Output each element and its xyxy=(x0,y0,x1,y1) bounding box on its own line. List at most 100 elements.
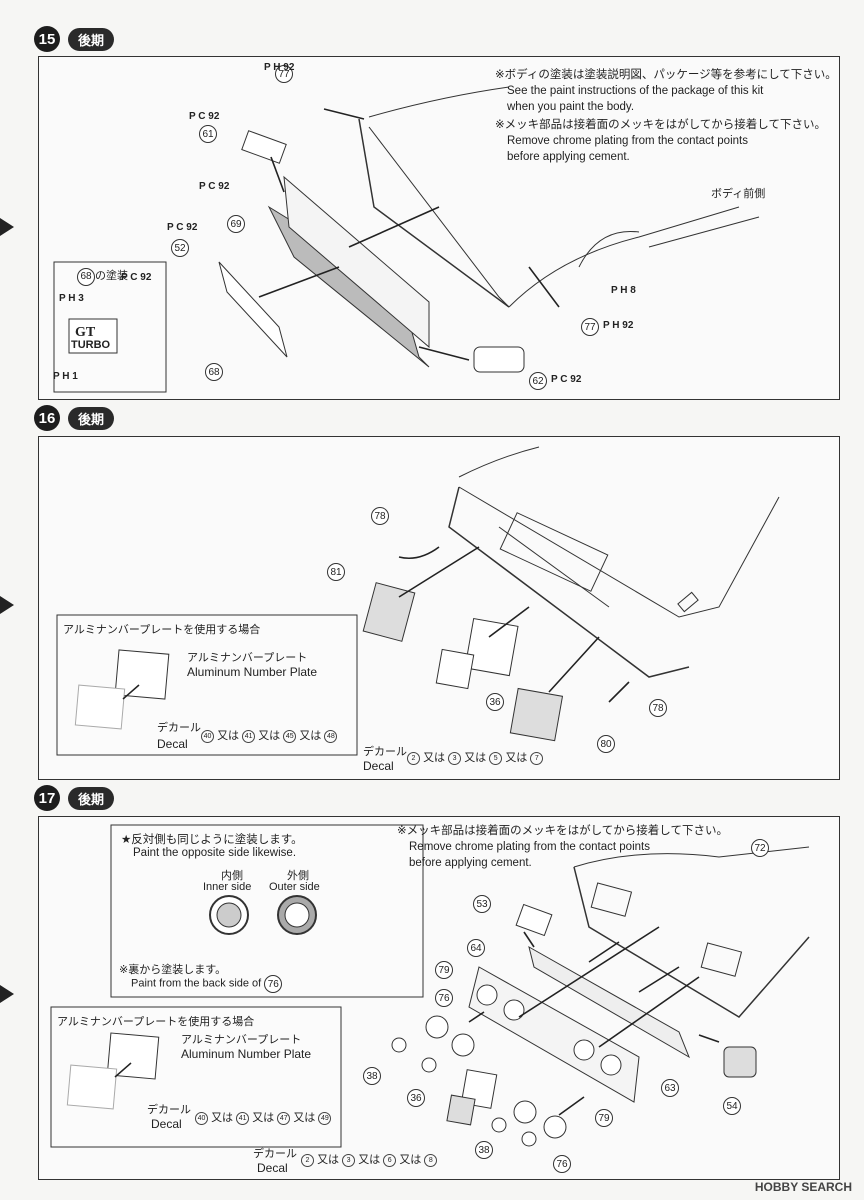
watermark: HOBBY SEARCH xyxy=(754,1180,852,1194)
paint-code: P C 92 xyxy=(199,181,230,192)
part-number: 80 xyxy=(597,735,615,753)
decal-label-en: Decal xyxy=(157,737,188,751)
plate-label-jp: アルミナンバープレート xyxy=(181,1034,302,1046)
or-label: 又は xyxy=(258,730,281,742)
or-label: 又は xyxy=(252,1112,275,1124)
note-text: ※ボディの塗装は塗装説明図、パッケージ等を参考にして下さい。 xyxy=(495,69,837,81)
plate-label-en: Aluminum Number Plate xyxy=(181,1047,312,1061)
decal-options: 2 又は 3 又は 5 又は 7 xyxy=(407,749,544,765)
part-number: 64 xyxy=(467,939,485,957)
option-number: 2 xyxy=(301,1153,314,1167)
decal-label-jp: デカール xyxy=(363,746,407,758)
outer-label-jp: 外側 xyxy=(287,870,309,882)
option-number: 5 xyxy=(489,751,503,765)
paint-code: P H 92 xyxy=(264,62,295,73)
or-label: 又は xyxy=(299,730,322,742)
note-text: before applying cement. xyxy=(409,857,532,869)
option-number: 8 xyxy=(424,1153,438,1167)
step-number: 17 xyxy=(34,785,60,811)
plate-label-en: Aluminum Number Plate xyxy=(187,665,318,679)
side-arrow-icon xyxy=(0,218,14,236)
or-label: 又は xyxy=(505,752,528,764)
or-label: 又は xyxy=(217,730,240,742)
decal-label-en: Decal xyxy=(257,1161,288,1175)
inner-label-en: Inner side xyxy=(203,881,252,893)
or-label: 又は xyxy=(423,752,446,764)
option-number: 7 xyxy=(530,751,544,765)
part-number: 76 xyxy=(435,989,453,1007)
part-number: 38 xyxy=(475,1141,493,1159)
step17-header: 17 後期 xyxy=(34,785,115,811)
plate-label-jp: アルミナンバープレート xyxy=(187,652,308,664)
body-front-label: ボディ前側 xyxy=(711,188,766,200)
outer-label-en: Outer side xyxy=(269,881,320,893)
part-number: 76 xyxy=(553,1155,571,1173)
part-number: 61 xyxy=(199,125,217,143)
part-number: 68 xyxy=(77,267,95,286)
paint-code: P C 92 xyxy=(189,111,220,122)
part-number: 77 xyxy=(581,318,599,336)
part-number: 36 xyxy=(486,693,504,711)
part-number: 52 xyxy=(171,239,189,257)
step16-panel: アルミナンバープレートを使用する場合 アルミナンバープレート Aluminum … xyxy=(38,436,840,780)
decal-turbo: TURBO xyxy=(71,339,111,351)
part-number: 78 xyxy=(649,699,667,717)
part-number: 54 xyxy=(723,1097,741,1115)
step-tag: 後期 xyxy=(68,786,115,810)
step15-panel: ※ボディの塗装は塗装説明図、パッケージ等を参考にして下さい。 See the p… xyxy=(38,56,840,400)
paint-code: P C 92 xyxy=(121,272,152,283)
note-text: before applying cement. xyxy=(507,151,630,163)
step-number: 15 xyxy=(34,26,60,52)
back-paint-text: Paint from the back side of xyxy=(131,977,262,990)
inset-title: アルミナンバープレートを使用する場合 xyxy=(57,1016,255,1028)
paint-code: P H 92 xyxy=(603,320,634,331)
part-number: 77 xyxy=(275,65,293,83)
note-text: ※メッキ部品は接着面のメッキをはがしてから接着して下さい。 xyxy=(397,825,728,837)
part-number: 78 xyxy=(371,507,389,525)
step15-header: 15 後期 xyxy=(34,26,115,52)
part-number: 62 xyxy=(529,372,547,390)
step17-diagram xyxy=(50,824,810,1148)
part-number: 68 xyxy=(205,363,223,381)
decal-label-jp: デカール xyxy=(157,722,201,734)
part-number: 79 xyxy=(435,961,453,979)
paint-opposite-jp: ★反対側も同じように塗装します。 xyxy=(121,834,303,846)
paint-code: P H 3 xyxy=(59,293,84,304)
part-number: 76 xyxy=(264,975,283,993)
step16-diagram xyxy=(56,446,780,756)
chrome-note: ※メッキ部品は接着面のメッキをはがしてから接着して下さい。 Remove chr… xyxy=(397,823,728,871)
paint-code: P C 92 xyxy=(551,374,582,385)
option-number: 6 xyxy=(383,1153,397,1167)
or-label: 又は xyxy=(317,1154,340,1166)
paint-code: P C 92 xyxy=(167,222,198,233)
part-number: 63 xyxy=(661,1079,679,1097)
part-number: 81 xyxy=(327,563,345,581)
step-number: 16 xyxy=(34,405,60,431)
note-text: ※メッキ部品は接着面のメッキをはがしてから接着して下さい。 xyxy=(495,119,826,131)
or-label: 又は xyxy=(358,1154,381,1166)
option-number: 47 xyxy=(277,1111,291,1125)
note-text: See the paint instructions of the packag… xyxy=(507,85,764,97)
step16-header: 16 後期 xyxy=(34,405,115,431)
decal-options: 2 又は 3 又は 6 又は 8 xyxy=(301,1151,438,1167)
part-number: 38 xyxy=(363,1067,381,1085)
part-number: 72 xyxy=(751,839,769,857)
step-tag: 後期 xyxy=(68,27,115,51)
inset-title: アルミナンバープレートを使用する場合 xyxy=(63,624,261,636)
side-arrow-icon xyxy=(0,985,14,1003)
decal-gt: GT xyxy=(75,325,96,340)
back-paint-jp: ※裏から塗装します。 xyxy=(119,964,227,976)
or-label: 又は xyxy=(464,752,487,764)
option-number: 2 xyxy=(407,751,420,765)
part-number: 53 xyxy=(473,895,491,913)
or-label: 又は xyxy=(399,1154,422,1166)
decal-label-en: Decal xyxy=(151,1117,182,1131)
paint-note: ※ボディの塗装は塗装説明図、パッケージ等を参考にして下さい。 See the p… xyxy=(495,67,837,165)
decal-label-jp: デカール xyxy=(147,1104,191,1116)
option-number: 3 xyxy=(342,1153,356,1167)
part-number: 36 xyxy=(407,1089,425,1107)
or-label: 又は xyxy=(211,1112,234,1124)
decal-label-jp: デカール xyxy=(253,1148,297,1160)
option-number: 40 xyxy=(201,729,214,743)
